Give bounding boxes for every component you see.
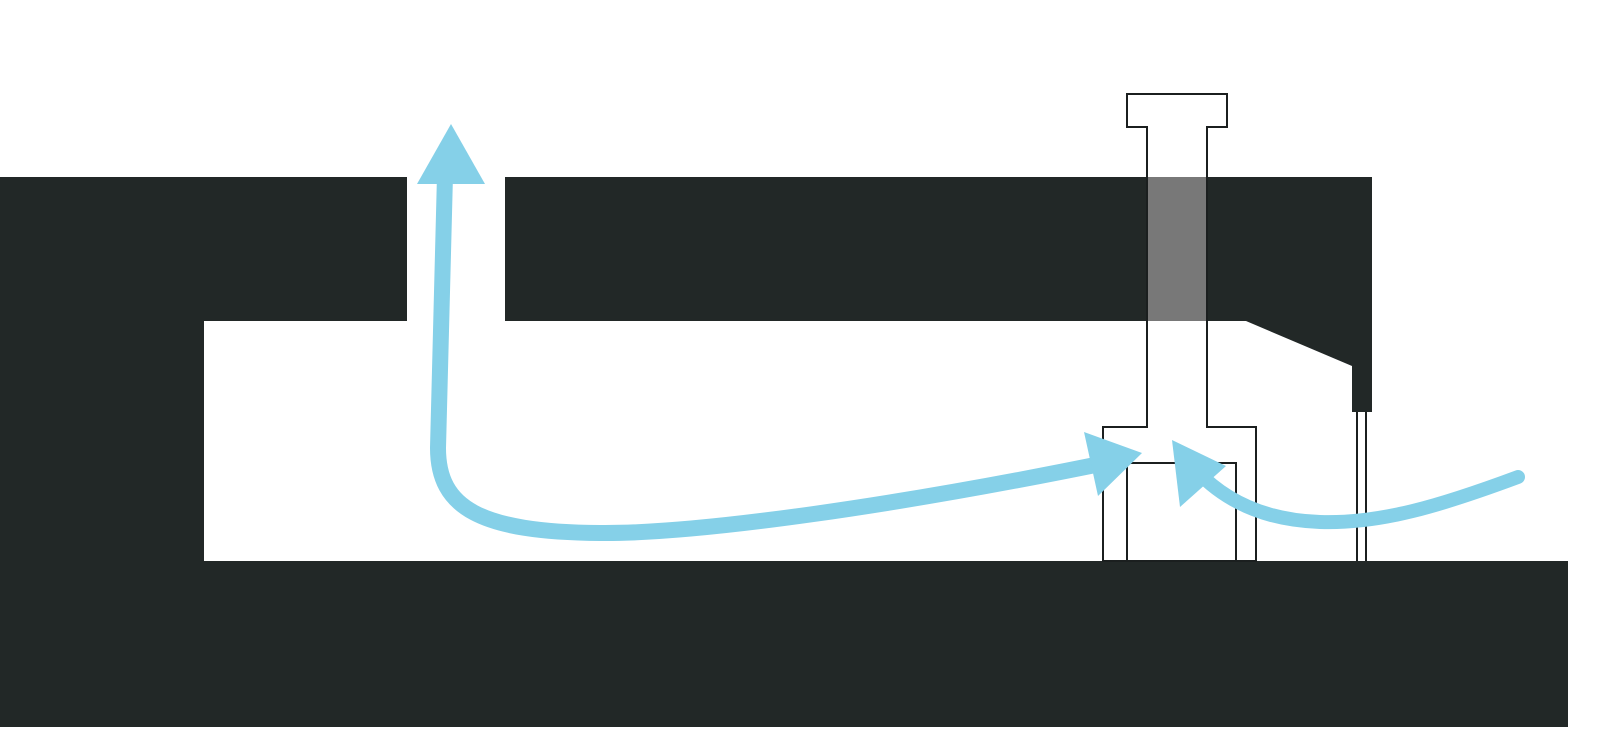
bottom-slab [0, 561, 1568, 727]
arrow-icon [417, 124, 485, 184]
left-wall [0, 177, 204, 567]
arrow-icon [1084, 432, 1142, 496]
top-slab-right [505, 177, 1372, 412]
airflow-secondary-arrow [1189, 463, 1525, 530]
plunger-outline [1102, 93, 1257, 562]
airflow-main-arrow [429, 167, 1118, 542]
plunger-band [1147, 177, 1207, 321]
thin-post [1356, 412, 1367, 561]
arrow-icon [1172, 440, 1226, 507]
